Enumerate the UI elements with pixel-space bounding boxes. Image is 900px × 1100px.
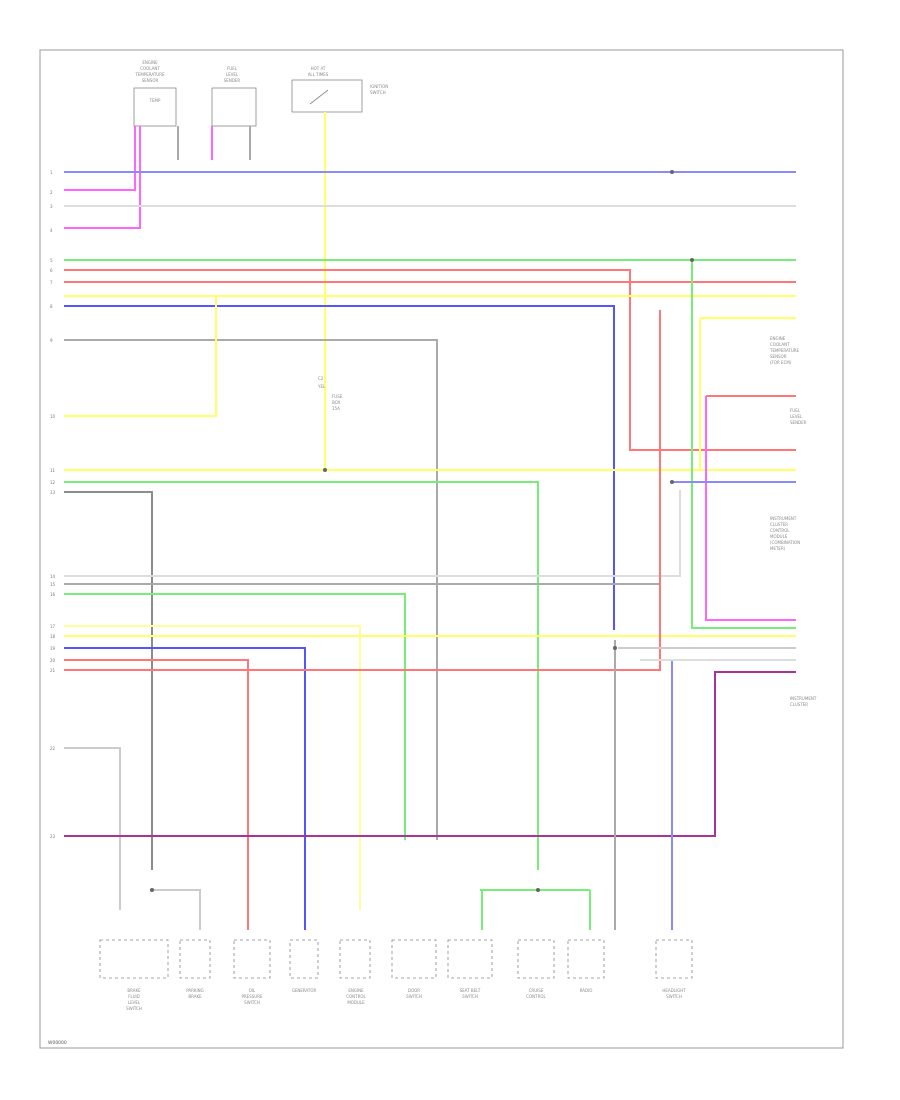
svg-text:RADIO: RADIO — [580, 988, 593, 993]
svg-text:HOT AT: HOT AT — [311, 66, 326, 71]
svg-text:17: 17 — [50, 624, 56, 629]
svg-text:9: 9 — [50, 338, 53, 343]
svg-text:SENDER: SENDER — [790, 420, 807, 425]
svg-text:ALL TIMES: ALL TIMES — [308, 72, 329, 77]
svg-text:2: 2 — [50, 190, 53, 195]
svg-text:21: 21 — [50, 668, 56, 673]
diagram-border — [39, 49, 844, 1049]
svg-text:METER): METER) — [770, 546, 786, 551]
svg-text:(COMBINATION: (COMBINATION — [770, 540, 800, 545]
svg-text:(FOR ECM): (FOR ECM) — [770, 360, 792, 365]
svg-text:11: 11 — [50, 468, 56, 473]
right-connector-block-2: FUEL LEVEL SENDER — [790, 408, 807, 425]
svg-text:MODULE: MODULE — [347, 1000, 365, 1005]
right-connector-block-3: INSTRUMENT CLUSTER CONTROL MODULE (COMBI… — [770, 516, 800, 551]
top-sensor-left: ENGINE COOLANT TEMPERATURE SENSOR TEMP — [133, 60, 177, 127]
svg-text:CONTROL: CONTROL — [770, 528, 790, 533]
svg-text:4: 4 — [50, 228, 53, 233]
svg-text:IGNITION: IGNITION — [370, 84, 388, 89]
svg-text:ENGINE: ENGINE — [142, 60, 158, 65]
svg-text:YEL: YEL — [317, 384, 326, 389]
svg-text:SWITCH: SWITCH — [666, 994, 682, 999]
svg-text:FLUID: FLUID — [128, 994, 140, 999]
svg-text:CLUSTER: CLUSTER — [790, 702, 808, 707]
svg-text:15: 15 — [50, 582, 56, 587]
svg-text:20: 20 — [50, 658, 56, 663]
svg-text:SWITCH: SWITCH — [370, 90, 386, 95]
svg-text:HEADLIGHT: HEADLIGHT — [662, 988, 686, 993]
svg-text:BOX: BOX — [332, 400, 341, 405]
svg-text:SWITCH: SWITCH — [126, 1006, 142, 1011]
svg-text:GENERATOR: GENERATOR — [292, 988, 317, 993]
svg-text:BRAKE: BRAKE — [188, 994, 202, 999]
bottom-components: BRAKE FLUID LEVEL SWITCH PARKING BRAKE O… — [99, 939, 693, 1011]
svg-text:SWITCH: SWITCH — [462, 994, 478, 999]
svg-text:15A: 15A — [332, 406, 340, 411]
svg-text:13: 13 — [50, 490, 56, 495]
svg-text:TEMP: TEMP — [149, 98, 161, 103]
svg-text:SENDER: SENDER — [224, 78, 241, 83]
svg-text:SEAT BELT: SEAT BELT — [460, 988, 481, 993]
svg-text:22: 22 — [50, 746, 56, 751]
right-connector-block-4: INSTRUMENT CLUSTER — [790, 696, 817, 707]
svg-text:ENGINE: ENGINE — [348, 988, 364, 993]
svg-text:12: 12 — [50, 480, 56, 485]
svg-text:FUSE: FUSE — [332, 394, 343, 399]
svg-text:TEMPERATURE: TEMPERATURE — [134, 72, 165, 77]
left-pin-numbers: 1 2 3 4 5 6 7 8 9 10 11 12 13 14 15 16 1… — [50, 170, 56, 839]
svg-text:INSTRUMENT: INSTRUMENT — [770, 516, 797, 521]
svg-text:FUEL: FUEL — [227, 66, 238, 71]
svg-text:6: 6 — [50, 268, 53, 273]
svg-text:16: 16 — [50, 592, 56, 597]
center-connector-note: C2 YEL FUSE BOX 15A — [317, 376, 343, 411]
svg-text:3: 3 — [50, 204, 53, 209]
svg-text:CONTROL: CONTROL — [346, 994, 366, 999]
svg-text:CRUISE: CRUISE — [529, 988, 544, 993]
svg-text:COOLANT: COOLANT — [140, 66, 160, 71]
svg-text:CLUSTER: CLUSTER — [770, 522, 788, 527]
svg-text:COOLANT: COOLANT — [770, 342, 790, 347]
svg-text:14: 14 — [50, 574, 56, 579]
svg-text:BRAKE: BRAKE — [127, 988, 141, 993]
figure-id: W00000 — [48, 1040, 67, 1046]
svg-text:8: 8 — [50, 304, 53, 309]
top-sensor-middle: FUEL LEVEL SENDER — [211, 66, 257, 127]
svg-text:5: 5 — [50, 258, 53, 263]
svg-text:18: 18 — [50, 634, 56, 639]
svg-text:CONTROL: CONTROL — [526, 994, 546, 999]
svg-text:PRESSURE: PRESSURE — [241, 994, 263, 999]
svg-text:TEMPERATURE: TEMPERATURE — [769, 348, 800, 353]
svg-text:PARKING: PARKING — [186, 988, 204, 993]
right-connector-block-1: ENGINE COOLANT TEMPERATURE SENSOR (FOR E… — [769, 336, 800, 365]
top-switch-right: HOT AT ALL TIMES IGNITION SWITCH — [291, 66, 388, 113]
svg-text:LEVEL: LEVEL — [226, 72, 239, 77]
svg-text:19: 19 — [50, 646, 56, 651]
svg-text:OIL: OIL — [249, 988, 256, 993]
svg-text:10: 10 — [50, 414, 56, 419]
splice-points — [150, 170, 694, 892]
svg-text:DOOR: DOOR — [408, 988, 420, 993]
svg-text:FUEL: FUEL — [790, 408, 801, 413]
svg-text:LEVEL: LEVEL — [128, 1000, 141, 1005]
svg-text:SENSOR: SENSOR — [770, 354, 787, 359]
svg-text:C2: C2 — [318, 376, 324, 381]
svg-text:LEVEL: LEVEL — [790, 414, 803, 419]
svg-text:INSTRUMENT: INSTRUMENT — [790, 696, 817, 701]
svg-text:1: 1 — [50, 170, 53, 175]
svg-text:MODULE: MODULE — [770, 534, 788, 539]
svg-text:SENSOR: SENSOR — [142, 78, 159, 83]
svg-text:SWITCH: SWITCH — [244, 1000, 260, 1005]
svg-text:23: 23 — [50, 834, 56, 839]
svg-text:ENGINE: ENGINE — [770, 336, 786, 341]
svg-text:SWITCH: SWITCH — [406, 994, 422, 999]
svg-text:7: 7 — [50, 280, 53, 285]
